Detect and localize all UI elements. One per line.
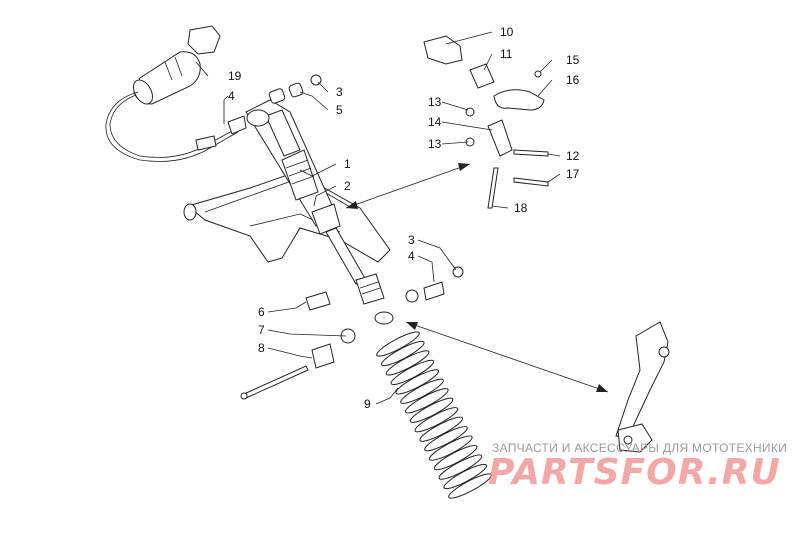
coil-spring: [376, 331, 492, 499]
callout-14: 14: [428, 115, 442, 129]
callout-12: 12: [566, 149, 580, 163]
spring-coil: [400, 378, 444, 404]
leader-lines: [195, 31, 561, 405]
callout-5: 5: [336, 103, 343, 117]
callout-9: 9: [364, 397, 371, 411]
callout-17: 17: [566, 167, 580, 181]
callout-10: 10: [500, 25, 514, 39]
callout-19: 19: [228, 69, 242, 83]
spring-coil: [438, 454, 483, 480]
callout-labels: 1 2 3 3 4 4 5 6 7 8 9 10 11 12 13 13 14 …: [228, 25, 580, 411]
callout-18: 18: [514, 201, 528, 215]
callout-3-bottom: 3: [408, 233, 415, 247]
reservoir-canister: [133, 25, 221, 105]
spring-coil: [419, 416, 464, 442]
watermark-tagline: ЗАПЧАСТИ И АКСЕССУАРЫ ДЛЯ МОТОТЕХНИКИ: [492, 441, 788, 455]
assembly-arrow-upper: [345, 163, 471, 209]
spring-coil: [380, 340, 425, 367]
top-mount-hardware: [195, 74, 322, 151]
callout-16: 16: [566, 73, 580, 87]
assembly-arrow-lower: [405, 321, 609, 393]
linkage-assembly: [423, 35, 549, 209]
shock-absorber: [245, 99, 394, 325]
spring-coil: [428, 435, 473, 461]
callout-11: 11: [500, 47, 513, 61]
callout-2: 2: [344, 179, 351, 193]
spring-coil: [414, 407, 459, 433]
callout-4-top: 4: [228, 89, 235, 103]
spring-coil: [390, 359, 435, 386]
callout-6: 6: [258, 305, 265, 319]
spring-coil: [443, 463, 488, 490]
spring-coil: [448, 473, 492, 499]
callout-8: 8: [258, 341, 265, 355]
callout-13-top: 13: [428, 95, 442, 109]
spring-coil: [395, 369, 440, 395]
spring-coil: [385, 350, 430, 376]
reservoir-hose: [105, 91, 239, 162]
spring-coil: [409, 397, 454, 423]
bottom-mount-hardware: [240, 266, 464, 400]
rear-bracket: [615, 321, 670, 453]
callout-13-bottom: 13: [428, 137, 442, 151]
spring-coil: [433, 444, 478, 471]
a-arm-frame: [183, 171, 391, 263]
watermark-logo: PARTSFOR.RU: [488, 452, 781, 493]
spring-coil: [376, 331, 420, 357]
spring-coil: [424, 426, 468, 452]
spring-coil: [404, 388, 449, 414]
callout-3-top: 3: [336, 85, 343, 99]
callout-7: 7: [258, 323, 265, 337]
callout-1: 1: [344, 157, 351, 171]
callout-4-bottom: 4: [408, 249, 415, 263]
callout-15: 15: [566, 53, 580, 67]
